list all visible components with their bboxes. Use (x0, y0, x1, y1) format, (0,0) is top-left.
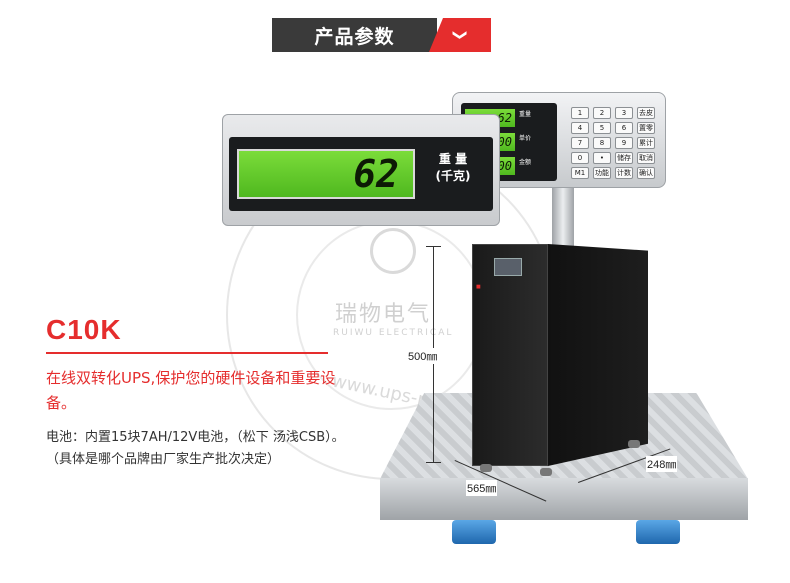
weight-label-line1: 重 量 (438, 152, 468, 166)
key[interactable]: 确认 (637, 167, 655, 179)
terminal-label-price: 单价 (519, 135, 532, 142)
terminal-label-weight: 重量 (519, 111, 532, 118)
ups-display (494, 258, 522, 276)
key[interactable]: 5 (593, 122, 611, 134)
key[interactable]: 取消 (637, 152, 655, 164)
section-banner: 产品参数 ❯ (272, 18, 492, 52)
weight-label-line2: (千克) (435, 169, 471, 183)
width-dimension-label: 248㎜ (646, 456, 678, 472)
key[interactable]: 1 (571, 107, 589, 119)
indicator-panel: 62 重 量 (千克) (229, 137, 493, 211)
ups-cabinet-side (548, 244, 648, 466)
key[interactable]: M1 (571, 167, 589, 179)
chevron-down-icon[interactable]: ❯ (429, 18, 491, 52)
ups-logo: ■ (476, 284, 481, 290)
weight-display: 62 (237, 149, 415, 199)
ups-cabinet-front (472, 244, 548, 466)
ups-wheel (628, 440, 640, 448)
key[interactable]: 9 (615, 137, 633, 149)
height-dimension-label: 500㎜ (407, 348, 439, 364)
scale-platform-side (380, 478, 748, 520)
dimension-cap (426, 246, 441, 247)
key[interactable]: • (593, 152, 611, 164)
key[interactable]: 0 (571, 152, 589, 164)
key[interactable]: 累计 (637, 137, 655, 149)
key[interactable]: 2 (593, 107, 611, 119)
product-headline: 在线双转化UPS,保护您的硬件设备和重要设备。 (46, 369, 336, 412)
battery-description: 电池：内置15块7AH/12V电池，（松下 汤浅CSB）。（具体是哪个品牌由厂家… (46, 430, 345, 467)
section-title: 产品参数 (272, 18, 437, 52)
watermark-brand: 瑞物电气 (335, 302, 432, 327)
key[interactable]: 功能 (593, 167, 611, 179)
keypad: 1 2 3 去皮 4 5 6 置零 7 8 9 累计 0 • 储存 取消 M1 … (571, 107, 655, 179)
watermark-brand-en: RUIWU ELECTRICAL (333, 328, 454, 338)
key[interactable]: 4 (571, 122, 589, 134)
key[interactable]: 储存 (615, 152, 633, 164)
key[interactable]: 置零 (637, 122, 655, 134)
key[interactable]: 去皮 (637, 107, 655, 119)
divider (46, 352, 328, 354)
home-icon (370, 228, 416, 274)
scale-foot (452, 520, 496, 544)
depth-dimension-label: 565㎜ (466, 480, 498, 496)
key[interactable]: 3 (615, 107, 633, 119)
key[interactable]: 计数 (615, 167, 633, 179)
ups-wheel (480, 464, 492, 472)
scale-foot (636, 520, 680, 544)
key[interactable]: 6 (615, 122, 633, 134)
key[interactable]: 8 (593, 137, 611, 149)
ups-wheel (540, 468, 552, 476)
key[interactable]: 7 (571, 137, 589, 149)
scale-pole (552, 186, 574, 246)
weight-label: 重 量 (千克) (427, 151, 479, 185)
terminal-label-amount: 金额 (519, 159, 532, 166)
scale-indicator: 62 重 量 (千克) (222, 114, 500, 226)
dimension-cap (426, 462, 441, 463)
model-name: C10K (46, 314, 122, 345)
